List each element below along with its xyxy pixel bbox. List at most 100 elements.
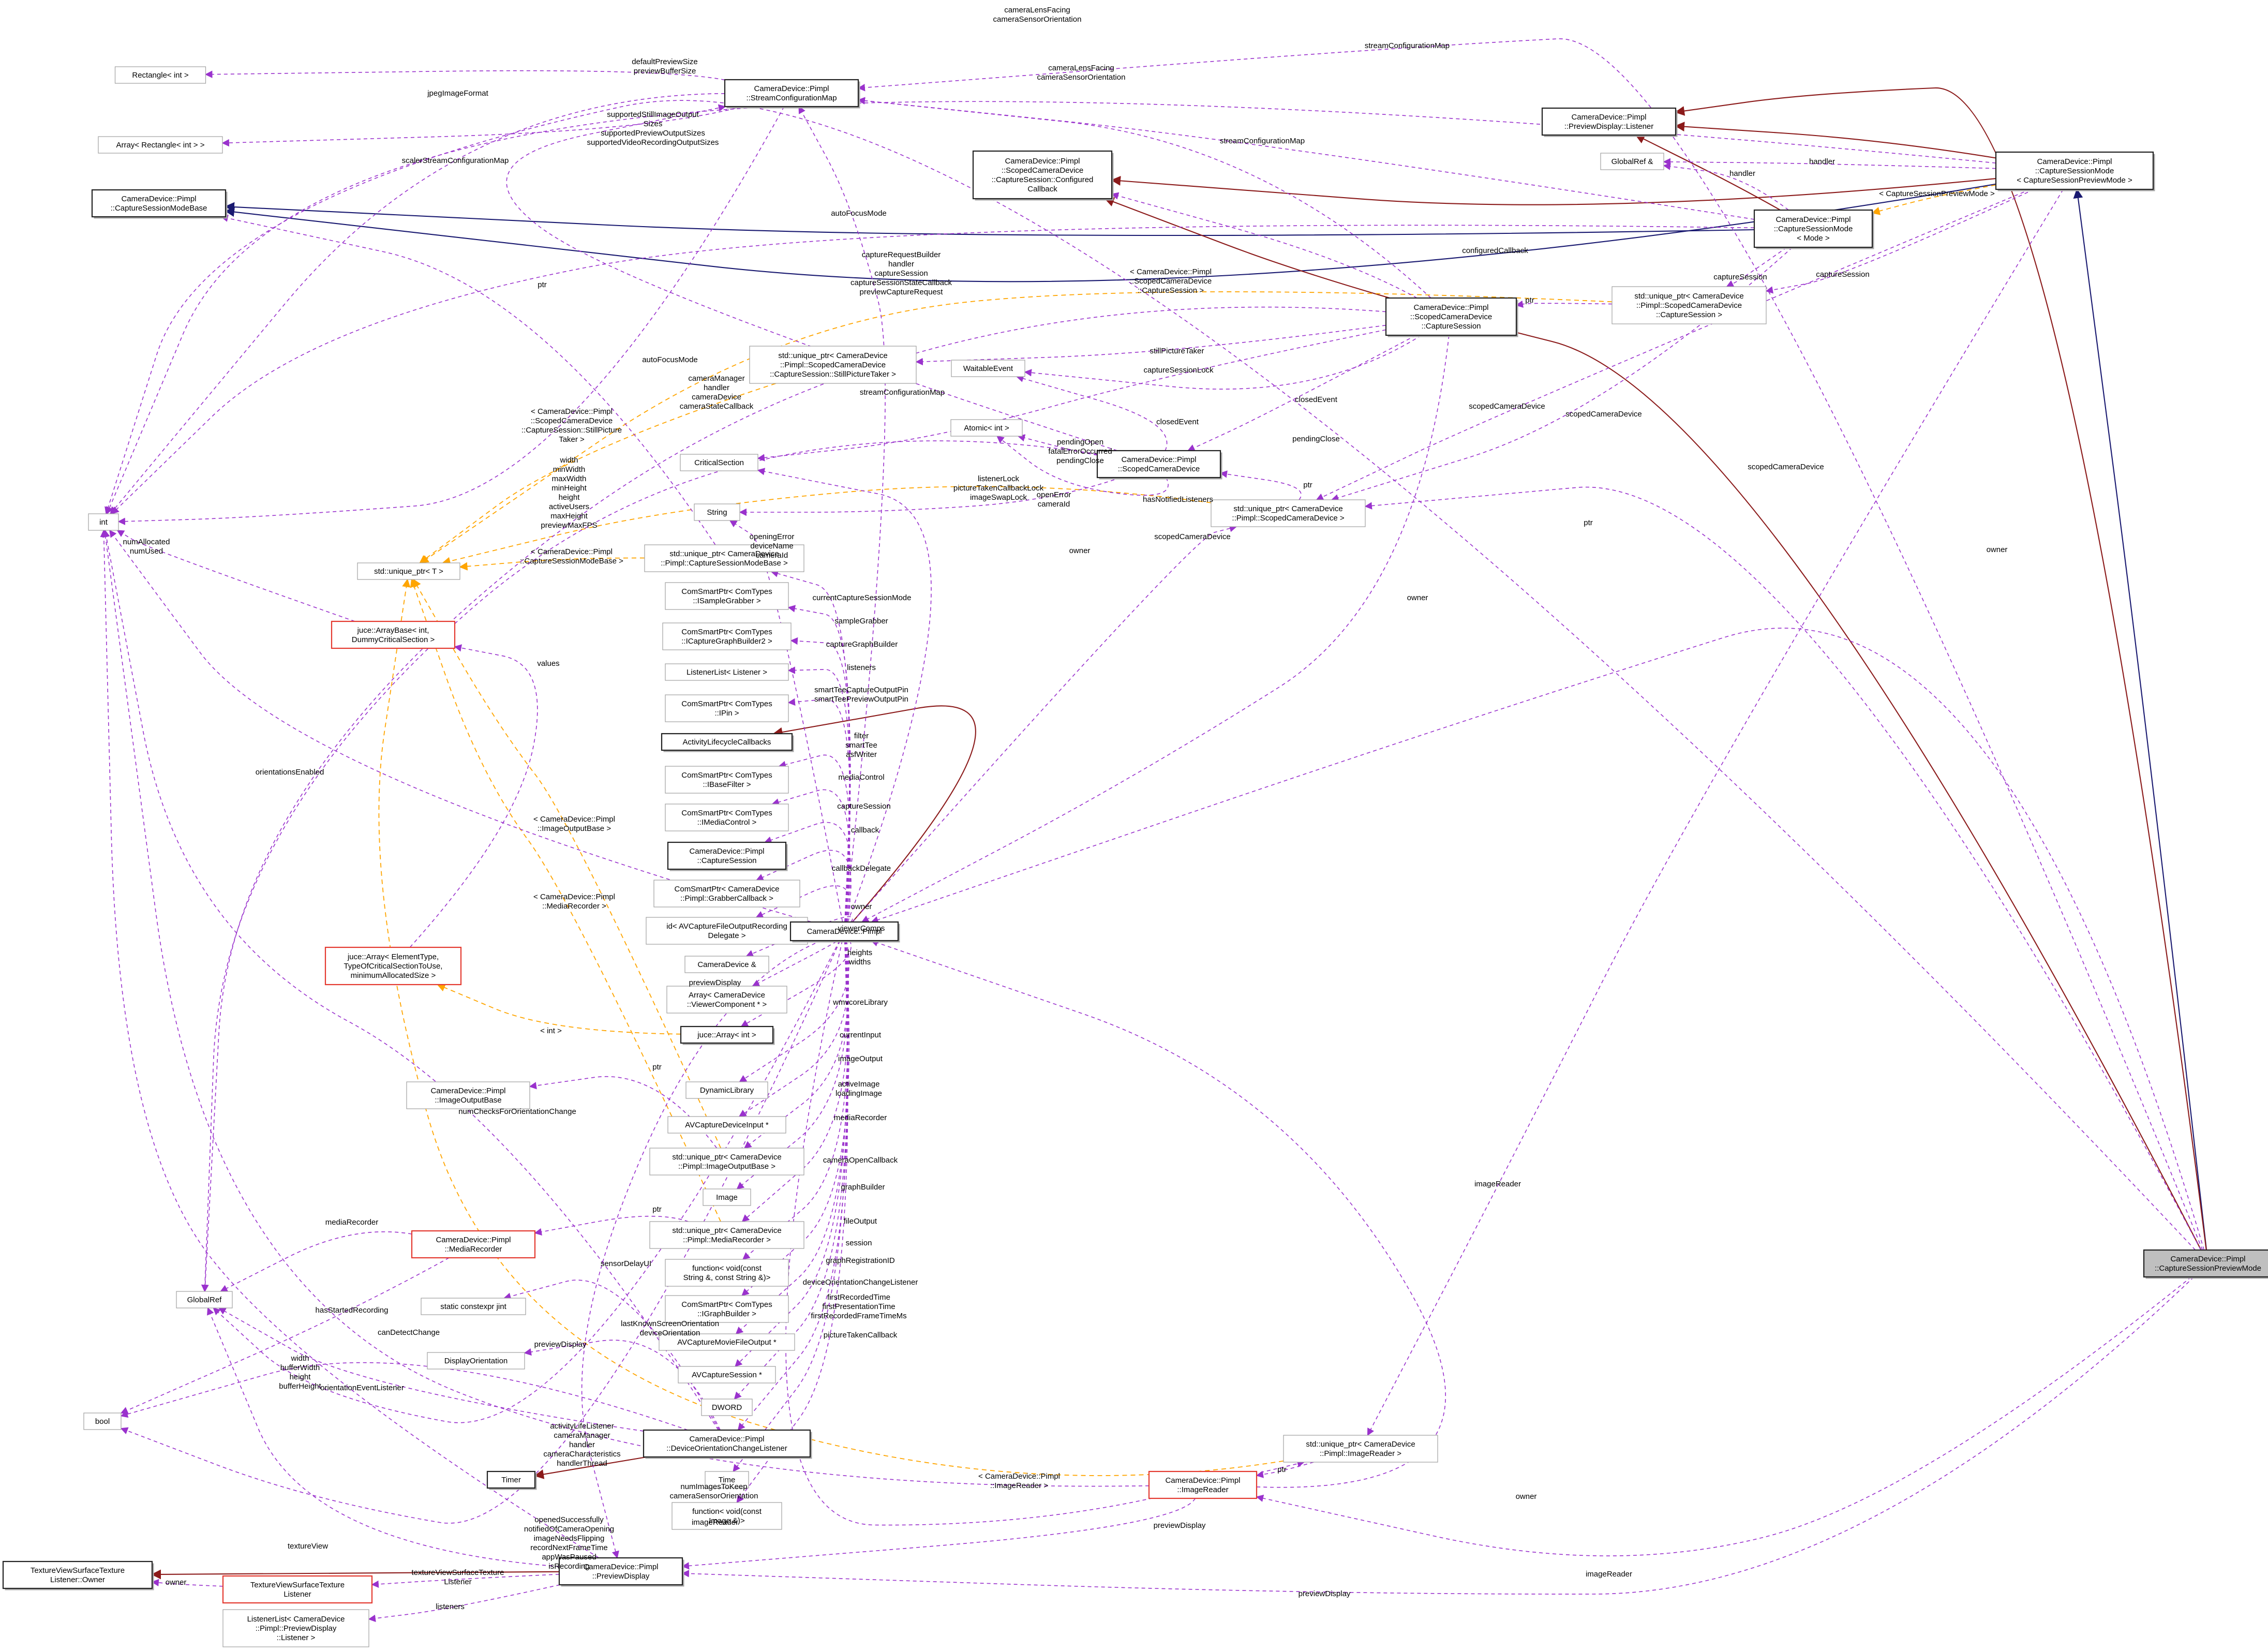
edge-label: < CaptureSessionPreviewMode > <box>1879 189 1995 198</box>
class-node-docl[interactable]: CameraDevice::Pimpl::DeviceOrientationCh… <box>643 1429 812 1459</box>
edge-label: previewDisplay <box>1299 1589 1351 1598</box>
class-node-we[interactable]: WaitableEvent <box>951 360 1025 377</box>
class-node-csm_mode[interactable]: CameraDevice::Pimpl::CaptureSessionMode<… <box>1753 209 1874 249</box>
node-box <box>666 986 787 1014</box>
class-node-alc[interactable]: ActivityLifecycleCallbacks <box>661 733 794 752</box>
class-node-atom[interactable]: Atomic< int > <box>950 419 1023 437</box>
class-node-uptr_spt[interactable]: std::unique_ptr< CameraDevice::Pimpl::Sc… <box>749 346 917 384</box>
class-node-com_isg[interactable]: ComSmartPtr< ComTypes::ISampleGrabber > <box>665 582 789 610</box>
edge-csp_gray-to-pdl <box>1675 87 2207 1251</box>
class-node-avcs[interactable]: AVCaptureSession * <box>678 1366 776 1384</box>
edge-uptr_iob-to-uptr_t <box>413 578 722 1149</box>
class-node-juce_arr_elem[interactable]: juce::Array< ElementType,TypeOfCriticalS… <box>324 946 462 986</box>
class-node-ir_red[interactable]: CameraDevice::Pimpl::ImageReader <box>1148 1470 1258 1499</box>
class-node-uptr_cs[interactable]: std::unique_ptr< CameraDevice::Pimpl::Sc… <box>1612 286 1767 324</box>
class-node-dword[interactable]: DWORD <box>701 1399 753 1416</box>
edge-label: graphBuilder <box>841 1183 885 1192</box>
edge-pd-to-tvstl_owner <box>151 1569 560 1580</box>
class-node-image[interactable]: Image <box>703 1188 751 1206</box>
class-node-scd[interactable]: CameraDevice::Pimpl::ScopedCameraDevice <box>1096 450 1222 480</box>
node-label: AVCaptureDeviceInput * <box>685 1121 769 1129</box>
class-node-timer[interactable]: Timer <box>486 1470 537 1490</box>
edge-docl-to-glob <box>218 1307 644 1432</box>
class-node-ll_pd[interactable]: ListenerList< CameraDevice::Pimpl::Previ… <box>222 1609 369 1647</box>
class-node-arr_rect[interactable]: Array< Rectangle< int > > <box>98 136 223 154</box>
class-node-dynlib[interactable]: DynamicLibrary <box>685 1081 768 1099</box>
class-node-com_ipin[interactable]: ComSmartPtr< ComTypes::IPin > <box>665 694 789 722</box>
edge-label: owner <box>851 902 872 911</box>
class-node-ll_listener[interactable]: ListenerList< Listener > <box>665 663 789 681</box>
class-node-cd_cs[interactable]: CameraDevice::Pimpl::CaptureSession <box>667 841 788 871</box>
node-box <box>724 79 859 108</box>
edge-central-to-juce_arr_int <box>740 940 852 1027</box>
class-node-pdl[interactable]: CameraDevice::Pimpl::PreviewDisplay::Lis… <box>1541 107 1678 137</box>
node-label: CameraDevice::Pimpl::ScopedCameraDevice:… <box>992 157 1094 194</box>
node-box <box>331 620 456 649</box>
class-node-com_ibf[interactable]: ComSmartPtr< ComTypes::IBaseFilter > <box>665 766 789 794</box>
class-node-uptr_mr[interactable]: std::unique_ptr< CameraDevice::Pimpl::Me… <box>649 1221 804 1249</box>
edge-label: imageOutput <box>838 1054 883 1063</box>
edge-label: callback <box>851 826 879 835</box>
class-node-dor[interactable]: DisplayOrientation <box>427 1352 525 1370</box>
class-node-com_gc[interactable]: ComSmartPtr< CameraDevice::Pimpl::Grabbe… <box>653 880 800 908</box>
class-node-bool_box[interactable]: bool <box>83 1412 122 1430</box>
class-node-scj[interactable]: static constexpr jint <box>421 1298 526 1315</box>
edge-label: scalerStreamConfigurationMap <box>402 156 509 165</box>
edge-label: imageReader <box>1474 1180 1521 1188</box>
class-node-rect_int[interactable]: Rectangle< int > <box>114 66 206 84</box>
class-node-uptr_ir[interactable]: std::unique_ptr< CameraDevice::Pimpl::Im… <box>1283 1435 1438 1463</box>
class-node-uptr_csmb[interactable]: std::unique_ptr< CameraDevice::Pimpl::Ca… <box>644 544 804 572</box>
edge-label: < CameraDevice::Pimpl::CaptureSessionMod… <box>520 547 623 566</box>
class-node-com_icgb2[interactable]: ComSmartPtr< ComTypes::ICaptureGraphBuil… <box>662 622 792 650</box>
edge-csp_gray-to-csm_preview <box>2073 188 2207 1251</box>
edge-central-to-com_igb <box>741 940 850 1296</box>
node-label: CameraDevice::Pimpl::CaptureSessionMode<… <box>1774 215 1853 243</box>
class-node-uptr_scd[interactable]: std::unique_ptr< CameraDevice::Pimpl::Sc… <box>1211 499 1366 527</box>
class-node-cc[interactable]: CameraDevice::Pimpl::ScopedCameraDevice:… <box>972 150 1114 201</box>
class-node-uptr_iob[interactable]: std::unique_ptr< CameraDevice::Pimpl::Im… <box>649 1148 804 1176</box>
class-node-cs_box[interactable]: CriticalSection <box>680 454 758 471</box>
class-node-time[interactable]: Time <box>705 1471 749 1489</box>
class-node-csp_gray[interactable]: CameraDevice::Pimpl::CaptureSessionPrevi… <box>2143 1249 2268 1279</box>
class-node-str[interactable]: String <box>694 503 740 521</box>
class-node-glob[interactable]: GlobalRef <box>176 1291 233 1308</box>
class-node-mr_red[interactable]: CameraDevice::Pimpl::MediaRecorder <box>411 1230 536 1259</box>
edge-csp_gray-to-pd <box>681 1276 2195 1595</box>
class-node-central[interactable]: CameraDevice::Pimpl <box>789 921 900 943</box>
class-node-arraybase[interactable]: juce::ArrayBase< int,DummyCriticalSectio… <box>331 620 456 649</box>
node-label: WaitableEvent <box>963 364 1013 373</box>
edge-label: ptr <box>1303 481 1312 489</box>
class-node-scm[interactable]: CameraDevice::Pimpl::StreamConfiguration… <box>724 79 860 109</box>
class-node-uptr_t[interactable]: std::unique_ptr< T > <box>357 562 460 580</box>
node-box <box>972 150 1113 200</box>
class-node-pd[interactable]: CameraDevice::Pimpl::PreviewDisplay <box>558 1557 684 1587</box>
class-node-iob[interactable]: CameraDevice::Pimpl::ImageOutputBase <box>406 1081 530 1109</box>
class-node-int_box[interactable]: int <box>88 513 119 531</box>
class-node-com_imc[interactable]: ComSmartPtr< ComTypes::IMediaControl > <box>665 804 789 831</box>
edge-uptr_iob-to-iob <box>529 1076 718 1149</box>
class-node-csmb[interactable]: CameraDevice::Pimpl::CaptureSessionModeB… <box>91 189 228 219</box>
class-node-avcdi[interactable]: AVCaptureDeviceInput * <box>667 1116 786 1134</box>
class-node-csm_preview[interactable]: CameraDevice::Pimpl::CaptureSessionMode<… <box>1995 151 2155 191</box>
node-box <box>667 1116 786 1134</box>
class-node-avcmfo[interactable]: AVCaptureMovieFileOutput * <box>659 1333 795 1351</box>
class-node-juce_arr_int[interactable]: juce::Array< int > <box>680 1025 775 1045</box>
class-node-sccs[interactable]: CameraDevice::Pimpl::ScopedCameraDevice:… <box>1385 297 1518 337</box>
class-node-com_igb[interactable]: ComSmartPtr< ComTypes::IGraphBuilder > <box>665 1295 789 1323</box>
class-node-cd_ref[interactable]: CameraDevice & <box>684 956 769 973</box>
edge-scm-to-rect_int <box>205 70 725 81</box>
edge-label: orientationsEnabled <box>256 768 324 777</box>
class-node-arr_vc[interactable]: Array< CameraDevice::ViewerComponent * > <box>666 986 787 1014</box>
class-node-gra[interactable]: GlobalRef & <box>1600 153 1664 170</box>
edge-label: stillPictureTaker <box>1150 347 1204 355</box>
edge-label: < CameraDevice::Pimpl::ImageReader > <box>978 1472 1060 1490</box>
edge-label: ptr <box>1584 518 1593 527</box>
